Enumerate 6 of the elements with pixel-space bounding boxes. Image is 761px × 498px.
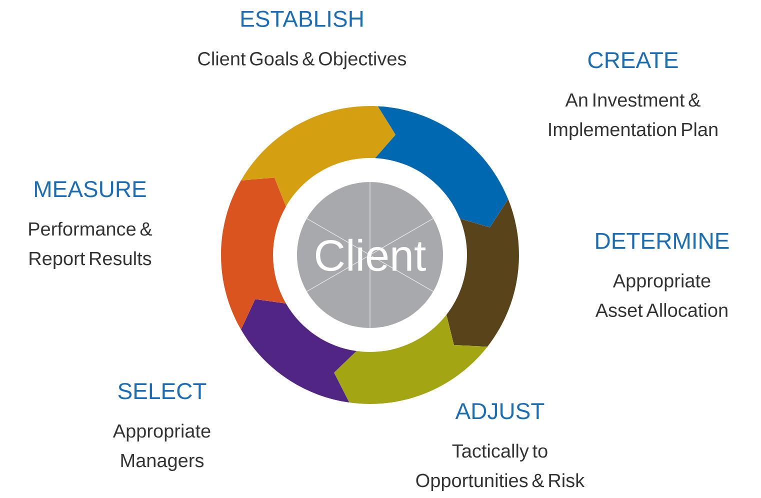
stage-label: SELECT Appropriate Managers [112, 383, 210, 471]
stage-label: ESTABLISH Client Goals & Objectives [198, 10, 406, 70]
stage-label: MEASURE Performance & Report Results [29, 181, 152, 269]
stage-label: ADJUST Tactically to Opportunities & Risk [416, 403, 585, 491]
stage-label: DETERMINE Appropriate Asset Allocation [595, 233, 729, 317]
stage-label: CREATE An Investment & Implementation Plan [549, 52, 718, 140]
